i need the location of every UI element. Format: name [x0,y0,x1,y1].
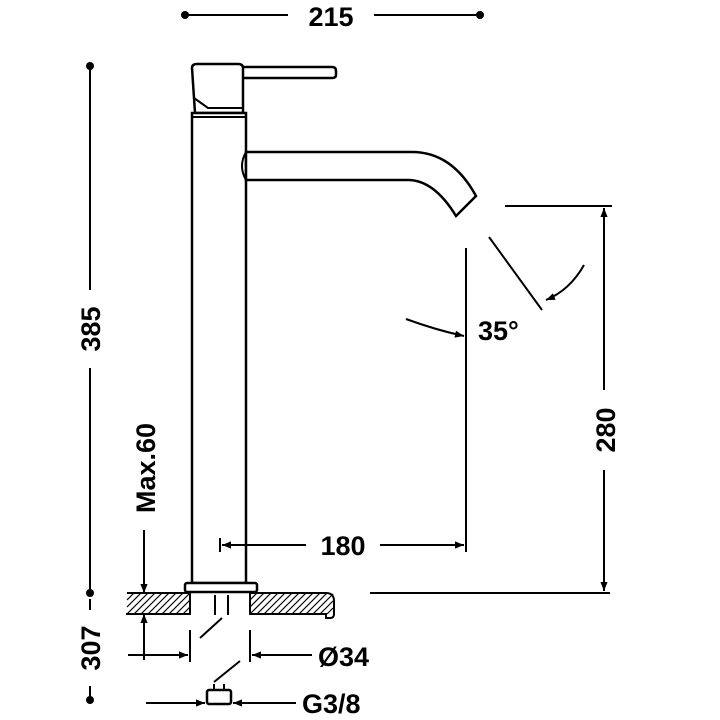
hatch-line [270,592,293,615]
dimension-lower-length: 307 [76,599,106,704]
hatch-line [168,592,191,615]
faucet-body [183,62,478,594]
dimension-spout-reach: 180 [219,248,467,561]
spout [244,150,478,219]
dimension-spout-angle: 35° [405,236,585,346]
spout-angle-label: 35° [478,316,519,346]
hatch-line [182,606,191,615]
hatch-line [161,592,184,615]
spout-height-label: 280 [591,407,621,452]
lever-handle [240,65,338,80]
hatch-line [256,592,279,615]
hatch-line [305,592,328,615]
hatch-line [291,592,314,615]
handle-cap [190,62,245,115]
connection-nut [205,688,233,706]
base-plate [183,581,259,594]
dimension-connection-thread: G3/8 [146,689,361,719]
lower-length-label: 307 [76,625,106,670]
spout-reach-label: 180 [320,531,365,561]
hatch-line [284,592,307,615]
handle-cap-bevel [193,97,243,109]
connection-thread-label: G3/8 [302,689,361,719]
under-counter-parts [199,595,241,706]
hatch-line [133,592,156,615]
hatch-line [249,592,272,615]
hatch-line [326,607,334,615]
overall-height-label: 385 [76,306,106,351]
dimension-overall-width: 215 [181,2,484,32]
hatch-line [154,592,177,615]
spout-joint [241,151,247,181]
hatch-line [126,592,135,601]
hatch-line [249,592,258,601]
dimension-max-thickness: Max.60 [126,423,161,660]
countertop [126,592,610,619]
body-column [190,111,248,585]
hatch-line [249,592,265,608]
max-thickness-label: Max.60 [131,423,161,513]
hatch-line [312,593,334,615]
hatch-line [126,592,149,615]
hatch-line [277,592,300,615]
hatch-line [126,592,142,608]
dimension-base-diameter: Ø34 [128,630,369,672]
hatch-line [319,600,334,615]
hatch-line [175,599,191,615]
hatch-line [147,592,170,615]
hatch-line [140,592,163,615]
hatch-line [298,592,321,615]
hatch-line [263,592,286,615]
dimension-overall-height: 385 [76,62,106,597]
overall-width-label: 215 [308,2,353,32]
dimension-spout-height: 280 [505,205,621,591]
base-diameter-label: Ø34 [318,642,369,672]
